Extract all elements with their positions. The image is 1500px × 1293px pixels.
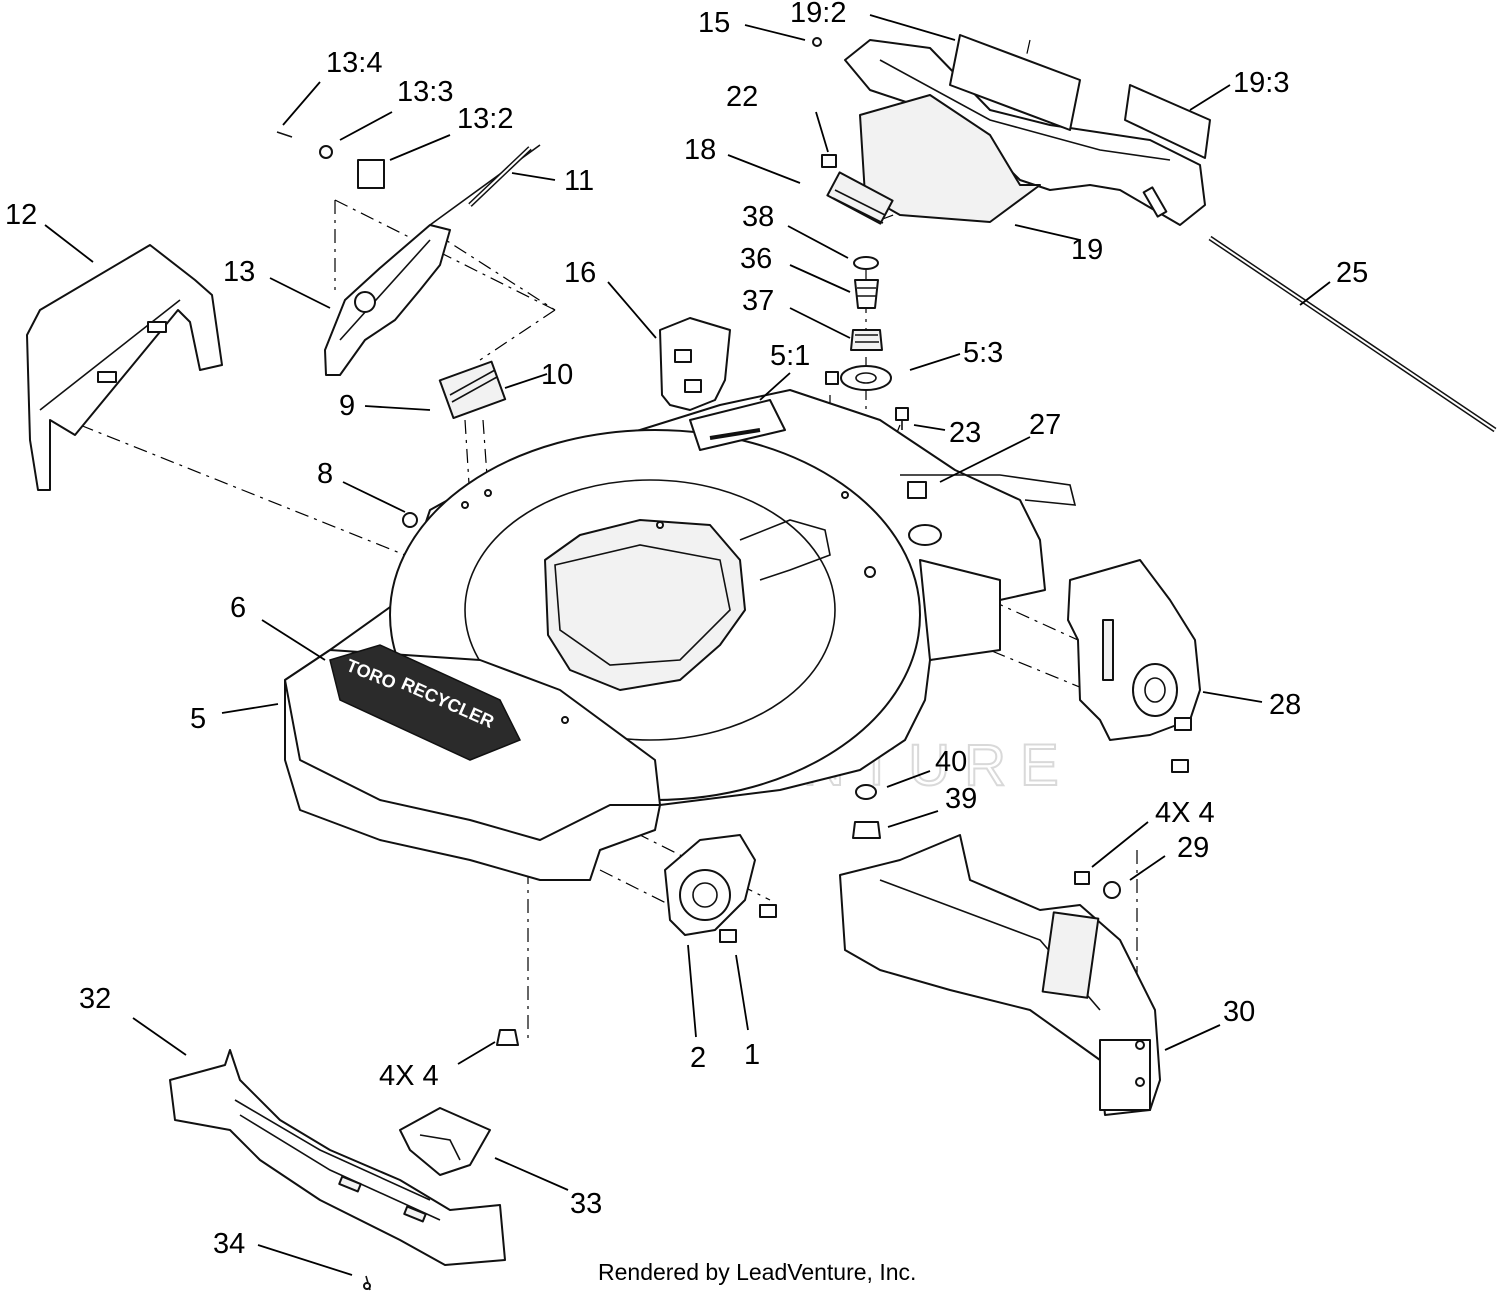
front-skid-32 — [169, 1049, 506, 1266]
washer-29 — [1074, 871, 1121, 899]
recycler-decal-6 — [329, 644, 522, 761]
height-stack — [840, 256, 892, 391]
callout-1: 1 — [744, 1039, 760, 1071]
washer-40 — [855, 784, 877, 800]
callout-4x4-left: 4X 4 — [379, 1060, 439, 1092]
callout-13-3: 13:3 — [397, 76, 453, 108]
callout-39: 39 — [945, 783, 977, 815]
pivot-27 — [907, 481, 942, 546]
callout-13-4: 13:4 — [326, 47, 382, 79]
callout-36: 36 — [740, 243, 772, 275]
handle-bracket-19 — [812, 34, 1211, 226]
cable-11 — [468, 146, 532, 207]
callout-13: 13 — [223, 256, 255, 288]
callout-19: 19 — [1071, 234, 1103, 266]
rear-bracket-28 — [1067, 559, 1201, 773]
callout-29: 29 — [1177, 832, 1209, 864]
callout-5: 5 — [190, 703, 206, 735]
callout-19-3: 19:3 — [1233, 67, 1289, 99]
callout-2: 2 — [690, 1042, 706, 1074]
callout-labels: 15 19:2 19:3 13:4 13:3 13:2 22 18 11 12 … — [5, 0, 1368, 1260]
callout-12: 12 — [5, 199, 37, 231]
bolt-23 — [825, 371, 909, 430]
callout-32: 32 — [79, 983, 111, 1015]
callout-30: 30 — [1223, 996, 1255, 1028]
callout-5-3: 5:3 — [963, 337, 1003, 369]
callout-6: 6 — [230, 592, 246, 624]
rod-25 — [1208, 235, 1497, 433]
bracket-16 — [659, 317, 731, 411]
callout-15: 15 — [698, 7, 730, 39]
callout-9: 9 — [339, 390, 355, 422]
callout-19-2: 19:2 — [790, 0, 846, 29]
nut-8 — [402, 512, 418, 528]
rear-door-12 — [26, 244, 223, 491]
nut-4-left — [496, 1029, 519, 1046]
callout-28: 28 — [1269, 689, 1301, 721]
callout-5-1: 5:1 — [770, 340, 810, 372]
callout-40: 40 — [935, 746, 967, 778]
height-lever-13 — [276, 131, 541, 376]
screw-34 — [363, 1275, 371, 1291]
callout-34: 34 — [213, 1228, 245, 1260]
callout-38: 38 — [742, 201, 774, 233]
callout-11: 11 — [564, 165, 594, 197]
callout-4x4-right: 4X 4 — [1155, 797, 1215, 829]
leader-lines — [44, 14, 1331, 1276]
callout-13-2: 13:2 — [457, 103, 513, 135]
side-chute-30 — [839, 834, 1161, 1116]
spring-18 — [821, 154, 894, 225]
callout-25: 25 — [1336, 257, 1368, 289]
callout-37: 37 — [742, 285, 774, 317]
bumper-block-33 — [399, 1107, 491, 1176]
callout-10: 10 — [541, 359, 573, 391]
front-bracket-2 — [664, 834, 777, 943]
render-credit: Rendered by LeadVenture, Inc. — [598, 1259, 916, 1285]
callout-8: 8 — [317, 458, 333, 490]
spring-10 — [438, 360, 507, 420]
callout-22: 22 — [726, 81, 758, 113]
mower-deck-5: TORO RECYCLER — [284, 389, 1077, 881]
callout-18: 18 — [684, 134, 716, 166]
nut-39 — [852, 821, 881, 839]
callout-16: 16 — [564, 257, 596, 289]
callout-27: 27 — [1029, 409, 1061, 441]
callout-23: 23 — [949, 417, 981, 449]
callout-33: 33 — [570, 1188, 602, 1220]
